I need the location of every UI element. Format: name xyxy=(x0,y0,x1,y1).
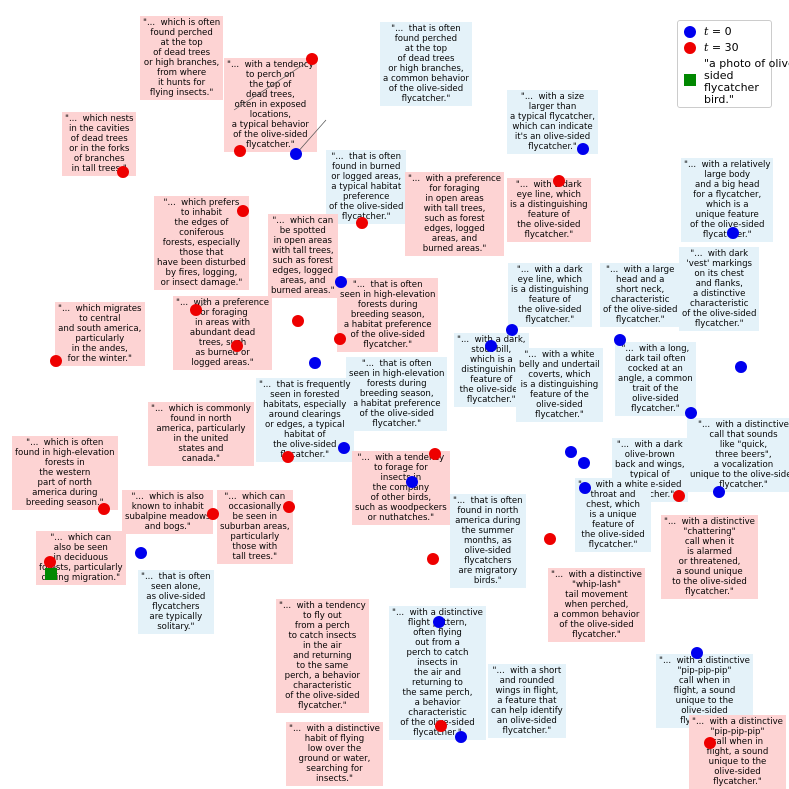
point-t0 xyxy=(578,457,590,469)
point-label: "... which can also be seen in deciduous… xyxy=(36,531,126,585)
point-label: "... with a preference for foraging in a… xyxy=(173,296,273,370)
legend-marker-target xyxy=(684,74,696,86)
legend-entry-t30: t = 30 xyxy=(684,42,739,54)
point-label: "... which can be spotted in open areas … xyxy=(268,214,338,298)
point-label: "... with a large head and a short neck,… xyxy=(600,263,681,327)
point-t0 xyxy=(309,357,321,369)
point-t0 xyxy=(565,446,577,458)
legend-marker-t0 xyxy=(684,26,696,38)
point-label: "... with a long, dark tail often cocked… xyxy=(615,342,696,416)
point-label: "... which is often found in high-elevat… xyxy=(12,436,118,510)
point-t0 xyxy=(735,361,747,373)
point-label: "... with a relatively large body and a … xyxy=(681,158,774,242)
point-label: "... with dark 'vest' markings on its ch… xyxy=(679,247,760,331)
point-label: "... that is often seen in high-elevatio… xyxy=(346,357,448,431)
point-label: "... with a white throat and chest, whic… xyxy=(575,478,652,552)
point-label: "... with a size larger than a typical f… xyxy=(507,90,598,154)
legend-label-t30: = 30 xyxy=(708,41,739,54)
point-label: "... that is frequently seen in forested… xyxy=(256,378,354,462)
point-label: "... with a short and rounded wings in f… xyxy=(488,664,566,738)
point-label: "... with a preference for foraging in o… xyxy=(405,172,505,256)
point-label: "... that is often seen alone, as olive-… xyxy=(138,570,214,634)
legend-entry-target: "a photo of olive sided flycatcher bird.… xyxy=(684,58,789,106)
point-label: "... which is also known to inhabit suba… xyxy=(122,490,214,534)
point-label: "... with a white belly and undertail co… xyxy=(516,348,603,422)
point-label: "... with a distinctive "whip-lash" tail… xyxy=(548,568,645,642)
point-label: "... which nests in the cavities of dead… xyxy=(62,112,137,176)
point-label: "... with a distinctive "pip-pip-pip" ca… xyxy=(689,715,786,789)
point-t30 xyxy=(427,553,439,565)
point-label: "... which can occasionally be seen in s… xyxy=(217,490,293,564)
point-label: "... that is often found in north americ… xyxy=(450,494,526,588)
point-t30 xyxy=(544,533,556,545)
point-label: "... which is commonly found in north am… xyxy=(148,402,254,466)
point-t0 xyxy=(135,547,147,559)
legend-label-t30-prefix: t xyxy=(704,41,709,54)
legend-label-t0-prefix: t xyxy=(704,25,709,38)
point-label: "... that is often found perched at the … xyxy=(380,22,472,106)
point-label: "... that is often seen in high-elevatio… xyxy=(337,278,439,352)
point-label: "... which prefers to inhabit the edges … xyxy=(154,196,249,290)
point-label: "... with a dark eye line, which is a di… xyxy=(507,178,591,242)
point-label: "... which is often found perched at the… xyxy=(140,16,224,100)
point-label: "... with a tendency to forage for insec… xyxy=(352,451,450,525)
point-label: "... with a distinctive call that sounds… xyxy=(687,418,789,492)
point-label: "... with a distinctive flight pattern, … xyxy=(389,606,486,740)
point-label: "... with a distinctive "chattering" cal… xyxy=(661,515,758,599)
legend-label-t0: = 0 xyxy=(708,25,732,38)
point-label: "... that is often found in burned or lo… xyxy=(326,150,407,224)
point-label: "... with a tendency to perch on the top… xyxy=(224,58,317,152)
legend-entry-t0: t = 0 xyxy=(684,26,732,38)
point-t30 xyxy=(292,315,304,327)
legend: t = 0 t = 30 "a photo of olive sided fly… xyxy=(677,20,789,108)
point-label: "... with a distinctive habit of flying … xyxy=(286,722,383,786)
point-label: "... with a tendency to fly out from a p… xyxy=(276,599,369,713)
legend-marker-t30 xyxy=(684,42,696,54)
point-label: "... which migrates to central and south… xyxy=(55,302,145,366)
point-label: "... with a dark eye line, which is a di… xyxy=(508,263,592,327)
legend-label-target: "a photo of olive sided flycatcher bird.… xyxy=(704,57,789,106)
